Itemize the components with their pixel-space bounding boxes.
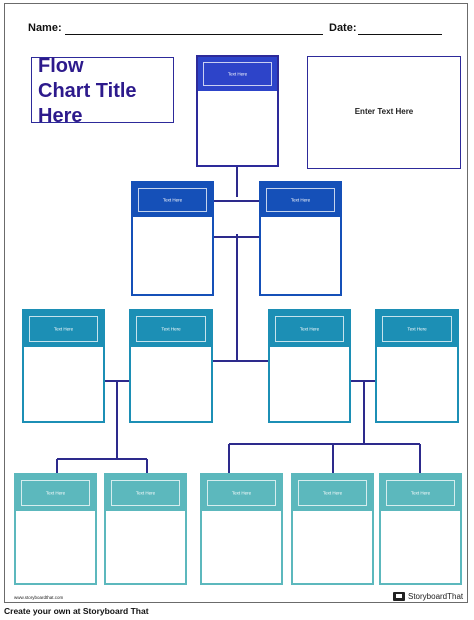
node-l3-b[interactable]: Text Here — [129, 309, 213, 423]
node-l2-left[interactable]: Text Here — [131, 181, 214, 296]
connector-l4-right-drops — [228, 444, 421, 473]
brand-name: StoryboardThat — [408, 591, 464, 601]
node-l3-a-header: Text Here — [24, 311, 103, 347]
node-l3-a[interactable]: Text Here — [22, 309, 105, 423]
node-l2-left-label: Text Here — [162, 197, 183, 203]
notes-box[interactable]: Enter Text Here — [307, 56, 461, 169]
node-l4-d[interactable]: Text Here — [291, 473, 374, 585]
node-l4-b-header: Text Here — [106, 475, 185, 511]
storyboard-logo[interactable]: StoryboardThat — [393, 591, 463, 601]
node-root-label: Text Here — [227, 71, 248, 77]
node-root-header: Text Here — [198, 57, 277, 91]
storyboard-icon — [393, 591, 405, 601]
node-l4-c[interactable]: Text Here — [200, 473, 283, 585]
node-l3-b-label: Text Here — [161, 326, 181, 332]
notes-text: Enter Text Here — [354, 107, 414, 116]
date-field[interactable] — [358, 34, 442, 35]
node-l4-a[interactable]: Text Here — [14, 473, 97, 585]
node-l3-d-label: Text Here — [407, 326, 427, 332]
node-l3-c-header: Text Here — [270, 311, 349, 347]
node-l4-b[interactable]: Text Here — [104, 473, 187, 585]
node-l3-b-header: Text Here — [131, 311, 211, 347]
node-l2-left-header: Text Here — [133, 183, 212, 217]
name-label: Name: — [28, 22, 62, 34]
node-l4-b-label: Text Here — [135, 490, 156, 496]
node-l3-c-label: Text Here — [299, 326, 320, 332]
node-l3-d-header: Text Here — [377, 311, 457, 347]
node-root[interactable]: Text Here — [196, 55, 279, 167]
node-l3-d[interactable]: Text Here — [375, 309, 459, 423]
node-l4-e[interactable]: Text Here — [379, 473, 462, 585]
footer-url[interactable]: www.storyboardthat.com — [14, 595, 64, 600]
create-caption[interactable]: Create your own at Storyboard That — [4, 606, 149, 616]
name-field[interactable] — [65, 34, 323, 35]
worksheet-page: Name: Date: Flow Chart Title Here Enter … — [4, 3, 468, 603]
node-l3-a-label: Text Here — [53, 326, 74, 332]
node-l4-c-header: Text Here — [202, 475, 281, 511]
node-l4-a-label: Text Here — [45, 490, 66, 496]
node-l4-e-label: Text Here — [410, 490, 431, 496]
node-l4-a-header: Text Here — [16, 475, 95, 511]
node-l2-right-label: Text Here — [290, 197, 311, 203]
title-box[interactable]: Flow Chart Title Here — [31, 55, 174, 127]
chart-title: Flow Chart Title Here — [38, 55, 137, 127]
flow-connectors — [56, 167, 421, 473]
node-l4-d-label: Text Here — [322, 490, 343, 496]
date-label: Date: — [329, 22, 357, 34]
node-l4-c-label: Text Here — [231, 490, 252, 496]
node-l4-e-header: Text Here — [381, 475, 460, 511]
node-l3-c[interactable]: Text Here — [268, 309, 351, 423]
node-l2-right[interactable]: Text Here — [259, 181, 342, 296]
node-l2-right-header: Text Here — [261, 183, 340, 217]
connector-l4-left-drops — [56, 459, 148, 473]
node-l4-d-header: Text Here — [293, 475, 372, 511]
